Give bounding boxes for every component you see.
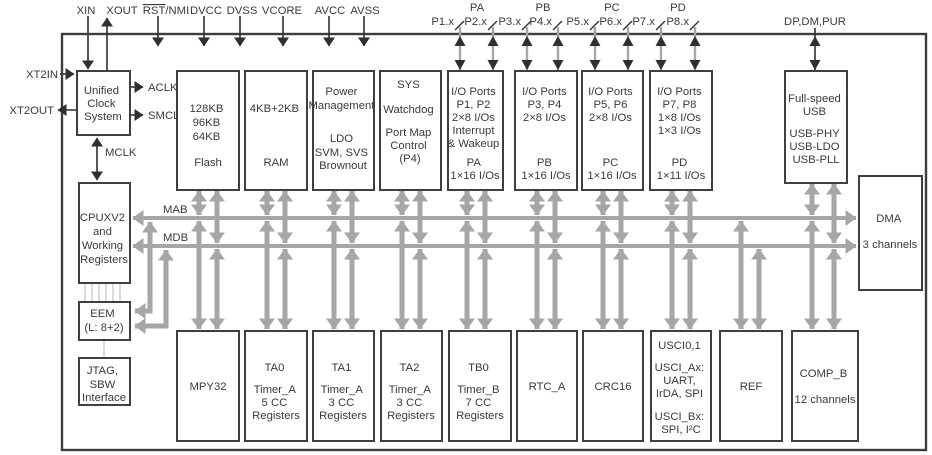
svg-text:Unified Clock Syst: Unified Clock System	[84, 85, 122, 123]
svg-text:TA0 Timer_A 5 CC: TA0 Timer_A 5 CC Registers	[252, 362, 300, 422]
svg-text:P1.x: P1.x	[431, 16, 454, 28]
svg-text:I/O Ports P5, P6 2: I/O Ports P5, P6 2×8 I/Os PC 1×16 I/Os	[587, 86, 637, 182]
svg-text:TA2 Timer_A 3 CC: TA2 Timer_A 3 CC Registers	[387, 362, 435, 422]
svg-text:128KB 96KB 64KB: 128KB 96KB 64KB Flash	[189, 103, 226, 169]
block-ta0: TA0 Timer_A 5 CC Registers	[244, 330, 308, 442]
top-pins: XIN XOUT RST/NMI DVCC DVSS VCORE AVCC AV…	[77, 2, 846, 71]
block-jtag-sbw: JTAG, SBW Interface	[78, 357, 131, 406]
xin-pin-label: XIN	[77, 5, 96, 17]
svg-text:TA1 Timer_A 3 CC: TA1 Timer_A 3 CC Registers	[319, 362, 367, 422]
port-group-pa-label: PA	[470, 2, 485, 14]
block-crc16: CRC16	[582, 330, 644, 442]
port-pin-p1x: P1.x	[431, 16, 466, 70]
block-rtc: RTC_A	[516, 330, 578, 442]
mdb-label: MDB	[163, 232, 188, 244]
aclk-label: ACLK	[148, 82, 178, 94]
svg-text:CPUXV2 and Working: CPUXV2 and Working Registers	[80, 212, 128, 266]
block-ta2: TA2 Timer_A 3 CC Registers	[380, 330, 443, 442]
block-comp-b: COMP_B 12 channels	[791, 330, 859, 442]
port-pin-p2x: P2.x	[464, 16, 499, 70]
svg-text:COMP_B 12 channels: COMP_B 12 channels	[795, 368, 856, 406]
svg-text:P7.x: P7.x	[632, 16, 655, 28]
eem-bus-taps	[134, 221, 174, 334]
block-io-ports-p1-p2: I/O Ports P1, P2 2×8 I/Os Interrupt & Wa…	[447, 70, 504, 191]
port-pin-p8x: P8.x	[666, 16, 701, 70]
svg-text:Full-speed USB USB: Full-speed USB USB-PHY USB-LDO USB-PLL	[788, 93, 844, 166]
svg-text:P8.x: P8.x	[666, 16, 689, 28]
dvss-pin-label: DVSS	[227, 5, 258, 17]
svg-text:P3.x: P3.x	[498, 16, 521, 28]
cpu-eem-links	[84, 284, 121, 357]
xt2in-pin-label: XT2IN	[26, 69, 58, 81]
block-usci: USCI0,1 USCI_Ax: UART, IrDA, SPI USCI_Bx…	[650, 330, 712, 442]
port-pin-p5x: P5.x	[566, 16, 601, 70]
port-group-pc-label: PC	[604, 2, 620, 14]
mab-label: MAB	[163, 204, 187, 216]
block-io-ports-p5-p6: I/O Ports P5, P6 2×8 I/Os PC 1×16 I/Os	[581, 70, 644, 191]
left-pins: XT2IN XT2OUT	[9, 68, 77, 117]
svg-text:MPY32: MPY32	[189, 381, 226, 393]
svg-text:P2.x: P2.x	[464, 16, 487, 28]
port-pin-p6x: P6.x	[599, 16, 634, 70]
svg-text:EEM (L: 8+2): EEM (L: 8+2)	[84, 308, 123, 334]
svg-text:P6.x: P6.x	[599, 16, 622, 28]
block-ref: REF	[719, 330, 783, 442]
block-mpy32: MPY32	[176, 330, 240, 442]
svg-text:DMA 3 channels: DMA 3 channels	[863, 213, 918, 251]
block-power-management: Power Management LDO SVM, SVS Brownout	[308, 70, 377, 191]
port-pin-p3x: P3.x	[498, 16, 533, 70]
block-ram: 4KB+2KB RAM	[244, 70, 308, 191]
port-group-pb-label: PB	[535, 2, 550, 14]
vcore-pin-label: VCORE	[262, 5, 303, 17]
svg-text:I/O Ports P7, P8 1: I/O Ports P7, P8 1×8 I/Os 1×3 I/Os PD 1×…	[657, 86, 706, 182]
block-cpu: CPUXV2 and Working Registers	[78, 182, 131, 284]
avss-pin-label: AVSS	[350, 5, 380, 17]
svg-text:4KB+2KB RAM: 4KB+2KB RAM	[250, 103, 302, 169]
svg-text:I/O Ports P1, P2 2: I/O Ports P1, P2 2×8 I/Os Interrupt & Wa…	[448, 86, 503, 182]
block-io-ports-p7-p8: I/O Ports P7, P8 1×8 I/Os 1×3 I/Os PD 1×…	[649, 70, 713, 191]
port-pin-p7x: P7.x	[632, 16, 667, 70]
block-flash: 128KB 96KB 64KB Flash	[176, 70, 240, 191]
block-usb: Full-speed USB USB-PHY USB-LDO USB-PLL	[784, 70, 848, 184]
dvcc-pin-label: DVCC	[190, 5, 222, 17]
block-io-ports-p3-p4: I/O Ports P3, P4 2×8 I/Os PB 1×16 I/Os	[514, 70, 578, 191]
block-sys-watchdog: SYS Watchdog Port Map Control (P4)	[379, 70, 442, 191]
xout-pin-label: XOUT	[106, 5, 137, 17]
usb-pin-dp-dm-pur: DP,DM,PUR	[784, 16, 846, 70]
svg-text:P4.x: P4.x	[529, 16, 552, 28]
svg-text:JTAG, SBW Interfac: JTAG, SBW Interface	[82, 365, 126, 404]
svg-text:REF: REF	[740, 381, 763, 393]
block-tb0: TB0 Timer_B 7 CC Registers	[448, 330, 512, 442]
mclk-label: MCLK	[105, 147, 137, 159]
svg-text:DP,DM,PUR: DP,DM,PUR	[784, 16, 846, 28]
svg-text:CRC16: CRC16	[594, 381, 631, 393]
block-dma: DMA 3 channels	[858, 175, 923, 291]
avcc-pin-label: AVCC	[315, 5, 346, 17]
xt2out-pin-label: XT2OUT	[9, 105, 54, 117]
svg-text:I/O Ports P3, P4 2: I/O Ports P3, P4 2×8 I/Os PB 1×16 I/Os	[521, 86, 571, 182]
bus-connectors	[191, 183, 842, 330]
svg-text:TB0 Timer_B 7 CC: TB0 Timer_B 7 CC Registers	[456, 362, 504, 422]
memory-bus-system: MAB MDB	[132, 183, 857, 334]
port-pin-p4x: P4.x	[529, 16, 564, 70]
svg-text:RTC_A: RTC_A	[529, 381, 566, 393]
svg-text:USCI0,1 USCI_Ax: U: USCI0,1 USCI_Ax: UART, IrDA, SPI USCI_Bx…	[655, 340, 708, 436]
port-group-pd-label: PD	[670, 2, 686, 14]
rst-nmi-pin-label: RST/NMI	[143, 5, 189, 17]
block-unified-clock-system: Unified Clock System	[76, 70, 131, 136]
svg-text:SYS Watchdog Port: SYS Watchdog Port Map Control (P4)	[383, 79, 437, 165]
svg-text:Power Management L: Power Management LDO SVM, SVS Brownout	[308, 86, 377, 172]
svg-text:P5.x: P5.x	[566, 16, 589, 28]
block-ta1: TA1 Timer_A 3 CC Registers	[312, 330, 375, 442]
block-eem: EEM (L: 8+2)	[78, 301, 131, 341]
